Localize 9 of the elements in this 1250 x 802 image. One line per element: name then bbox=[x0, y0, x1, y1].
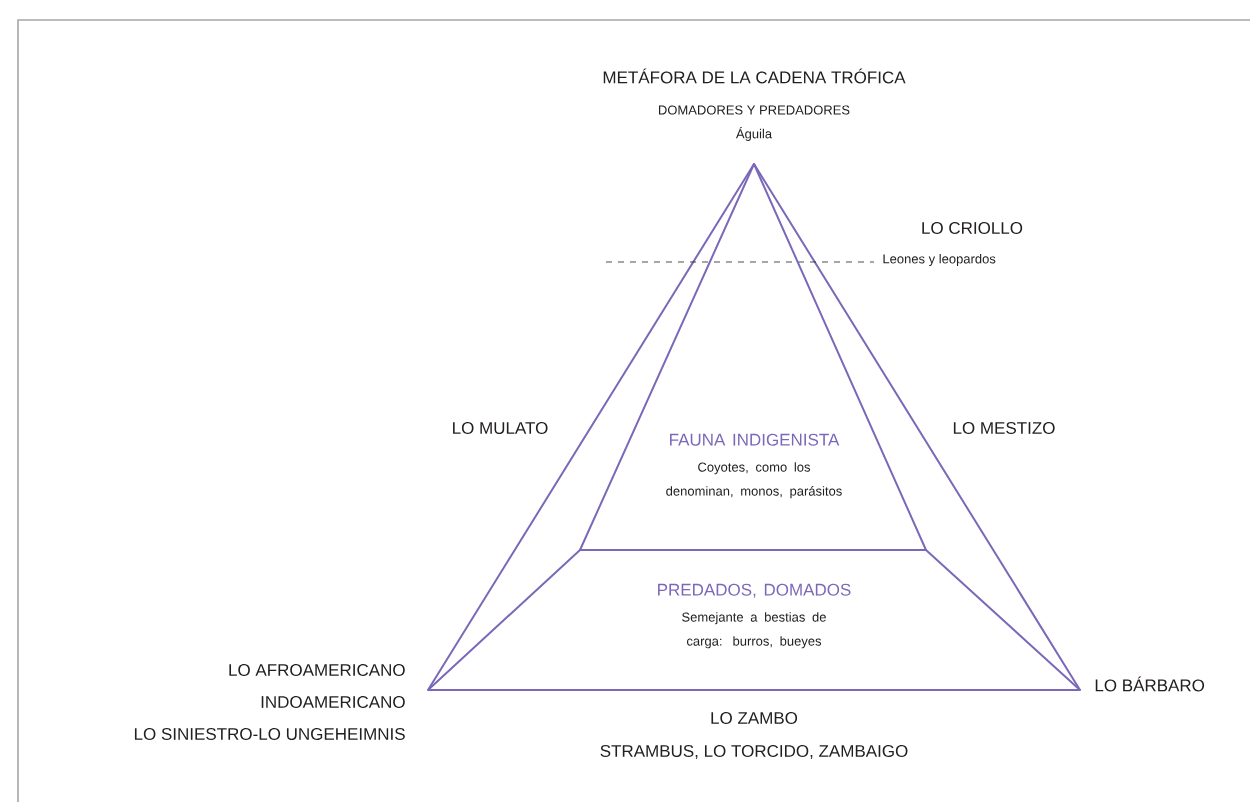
label: INDOAMERICANO bbox=[261, 696, 405, 708]
label: LO AFROAMERICANO bbox=[229, 664, 405, 676]
title: METÁFORA DE LA CADENA TRÓFICA bbox=[603, 68, 906, 84]
label: LO MESTIZO bbox=[953, 422, 1055, 434]
label: LO ZAMBO bbox=[711, 712, 798, 724]
label: LO SINIESTRO-LO UNGEHEIMNIS bbox=[134, 728, 405, 740]
label: STRAMBUS, LO TORCIDO, ZAMBAIGO bbox=[600, 744, 908, 759]
label: LO CRIOLLO bbox=[922, 222, 1023, 234]
label: LO MULATO bbox=[453, 422, 548, 434]
